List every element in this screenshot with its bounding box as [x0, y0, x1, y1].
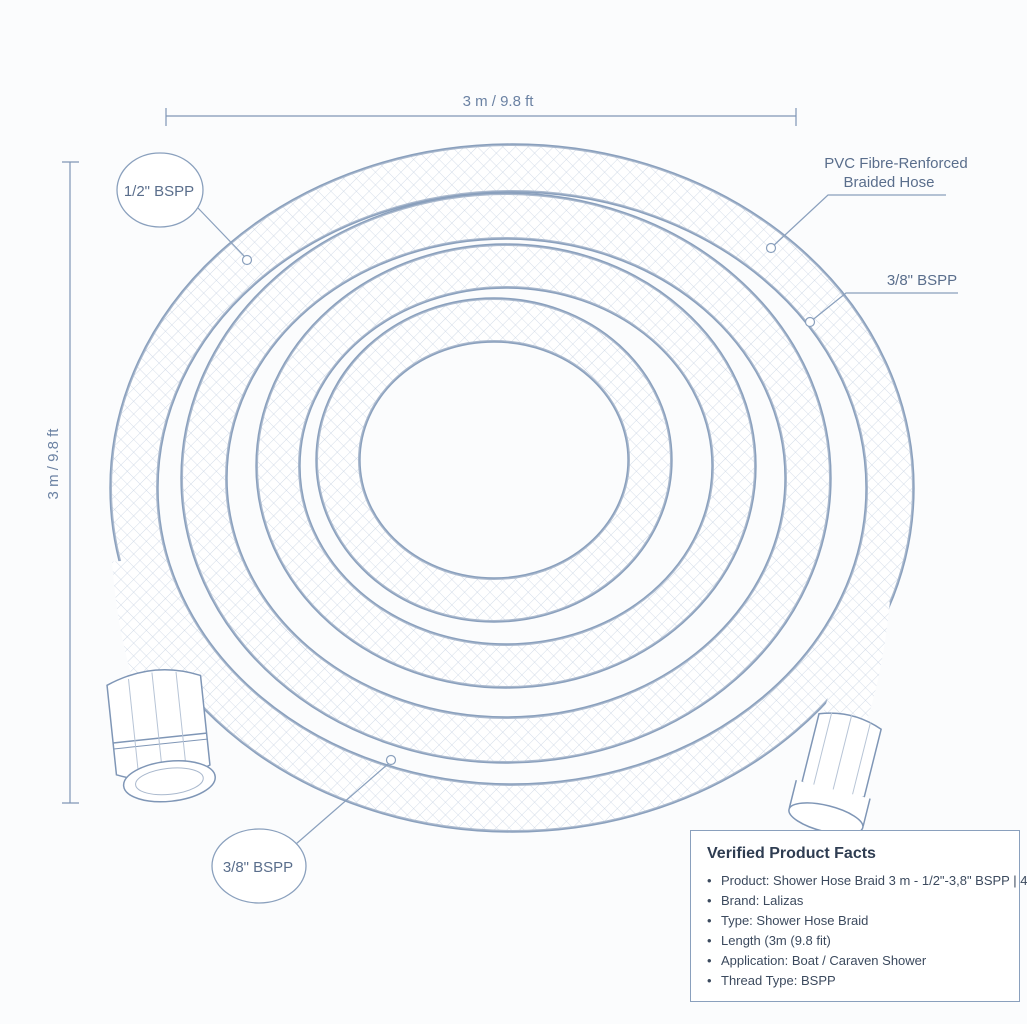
facts-item-type: Type: Shower Hose Braid: [707, 911, 1019, 931]
hose-type-label-line2: Braided Hose: [844, 174, 935, 191]
left-fitting: [106, 669, 216, 803]
callout-thread-bottom: 3/8" BSPP: [211, 754, 397, 904]
right-fitting: [788, 712, 882, 835]
facts-title: Verified Product Facts: [707, 845, 876, 862]
horizontal-dimension: 3 m / 9.8 ft: [165, 93, 797, 126]
facts-item-length: Length (3m (9.8 fit): [707, 931, 1019, 951]
thread-right-label: 3/8" BSPP: [887, 272, 957, 289]
thread-bottom-label: 3/8" BSPP: [223, 859, 293, 876]
hose-type-label-line1: PVC Fibre-Renforced: [824, 155, 967, 172]
callout-thread-right: 3/8" BSPP: [804, 272, 958, 328]
coiled-hose: [109, 143, 915, 833]
length-horizontal-label: 3 m / 9.8 ft: [463, 93, 535, 110]
length-vertical-label: 3 m / 9.8 ft: [45, 428, 62, 500]
vertical-dimension: 3 m / 9.8 ft: [45, 161, 79, 804]
facts-item-application: Application: Boat / Caraven Shower: [707, 951, 1019, 971]
callout-hose-type: PVC Fibre-Renforced Braided Hose: [765, 155, 968, 254]
facts-item-brand: Brand: Lalizas: [707, 891, 1019, 911]
callout-thread-left: 1/2" BSPP: [116, 152, 253, 266]
facts-item-thread-type: Thread Type: BSPP: [707, 971, 1019, 991]
product-facts-panel: Verified Product Facts Product: Shower H…: [690, 830, 1027, 1002]
facts-list: Product: Shower Hose Braid 3 m - 1/2"-3,…: [707, 871, 1027, 991]
facts-item-product: Product: Shower Hose Braid 3 m - 1/2"-3,…: [707, 871, 1027, 891]
thread-left-label: 1/2" BSPP: [124, 183, 194, 200]
